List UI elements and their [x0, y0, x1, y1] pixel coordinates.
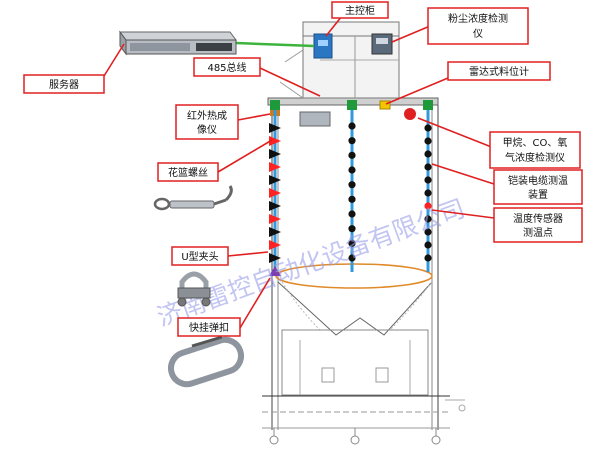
sensor-point	[424, 176, 432, 184]
callout-turnbuckle: 花篮螺丝	[157, 162, 219, 182]
leader-snap-hook	[239, 277, 271, 329]
leader-u-clamp	[227, 251, 269, 257]
sensor-point	[269, 175, 281, 185]
turnbuckle-image	[153, 185, 233, 211]
sensor-point	[348, 151, 356, 159]
sensor-point	[269, 188, 281, 198]
label-gas-line1: 甲烷、CO、氧	[503, 136, 568, 149]
sensor-point	[424, 163, 432, 171]
sensor-point	[269, 227, 281, 237]
callout-infrared: 红外热成 像仪	[175, 104, 239, 140]
leader-dust-meter	[391, 25, 431, 43]
cable-head-left	[270, 100, 280, 110]
callout-radar-level: 雷达式料位计	[447, 61, 551, 81]
sensor-point	[269, 136, 281, 146]
sensor-point	[269, 253, 281, 263]
callout-server: 服务器	[23, 74, 105, 94]
cable-head-center	[347, 100, 357, 110]
callout-armored-cable: 铠装电缆测温 装置	[493, 169, 583, 205]
sensor-point	[269, 201, 281, 211]
sensor-point	[424, 241, 432, 249]
hopper-hatching	[281, 281, 433, 331]
leader-485	[259, 67, 321, 97]
label-u-clamp: U型夹头	[181, 250, 218, 263]
gas-detector-unit	[404, 108, 416, 120]
sensor-point	[348, 181, 356, 189]
label-dust-meter-line2: 仪	[473, 28, 483, 40]
roof-house	[279, 21, 400, 99]
sensor-point	[424, 189, 432, 197]
base-window-left	[321, 367, 335, 383]
sensor-point	[269, 214, 281, 224]
infrared-camera-unit	[299, 111, 331, 127]
sensor-point	[348, 210, 356, 218]
u-clamp-image	[177, 271, 211, 307]
sensor-point	[269, 240, 281, 250]
sensor-point	[424, 150, 432, 158]
sensor-point	[348, 137, 356, 145]
label-turnbuckle: 花篮螺丝	[168, 166, 208, 179]
label-server: 服务器	[49, 78, 79, 91]
sensor-point	[348, 166, 356, 174]
sensor-point	[269, 123, 281, 133]
leader-temp-sensor	[431, 209, 495, 219]
callout-dust-meter: 粉尘浓度检测 仪	[427, 7, 529, 45]
label-infrared-line2: 像仪	[197, 124, 217, 136]
sensor-point	[348, 195, 356, 203]
leader-main-cabinet	[325, 15, 343, 37]
label-armored-line2: 装置	[528, 188, 548, 201]
label-snap-hook: 快挂弹扣	[189, 321, 229, 334]
sensor-point	[348, 239, 356, 247]
sensor-point	[269, 149, 281, 159]
sensor-point	[348, 225, 356, 233]
cable-head-right	[423, 100, 433, 110]
sensor-point	[424, 228, 432, 236]
server-image	[119, 30, 237, 56]
radar-level-meter	[379, 100, 391, 110]
leader-radar	[385, 77, 449, 105]
leader-turnbuckle	[217, 139, 273, 173]
cable-weight-left	[269, 266, 281, 276]
callout-u-clamp: U型夹头	[171, 246, 229, 266]
silo-base	[281, 329, 429, 396]
label-gas-line2: 气浓度检测仪	[505, 151, 565, 164]
label-radar-level: 雷达式料位计	[469, 65, 529, 78]
leader-infrared	[237, 113, 271, 121]
485-bus-line	[235, 41, 315, 48]
label-armored-line1: 铠装电缆测温	[508, 174, 568, 187]
callout-main-cabinet: 主控柜	[331, 1, 389, 19]
label-temp-line2: 测温点	[523, 226, 553, 239]
leader-lines	[103, 15, 495, 329]
sensor-point	[269, 162, 281, 172]
sensor-point	[424, 254, 432, 262]
label-dust-meter-line1: 粉尘浓度检测	[448, 12, 508, 25]
leader-gas	[417, 117, 495, 149]
label-temp-line1: 温度传感器	[513, 212, 563, 225]
sensor-point	[424, 137, 432, 145]
leader-server	[103, 43, 125, 77]
label-485-bus: 485总线	[207, 61, 246, 74]
leader-armored-cable	[431, 163, 495, 185]
label-infrared-line1: 红外热成	[187, 109, 227, 122]
base-window-right	[375, 367, 389, 383]
callout-snap-hook: 快挂弹扣	[177, 317, 241, 337]
silo-hopper	[277, 281, 433, 336]
sensor-point	[348, 122, 356, 130]
sensor-point	[348, 254, 356, 262]
callout-temp-sensor: 温度传感器 测温点	[493, 207, 583, 243]
callout-485-bus: 485总线	[193, 57, 261, 77]
snap-hook-image	[167, 335, 245, 388]
callout-gas-meter: 甲烷、CO、氧 气浓度检测仪	[489, 131, 581, 169]
temperature-sensors	[269, 122, 432, 263]
label-main-cabinet: 主控柜	[345, 4, 375, 17]
sensor-point	[424, 124, 432, 132]
sensor-point	[424, 202, 432, 210]
sensor-point	[424, 215, 432, 223]
